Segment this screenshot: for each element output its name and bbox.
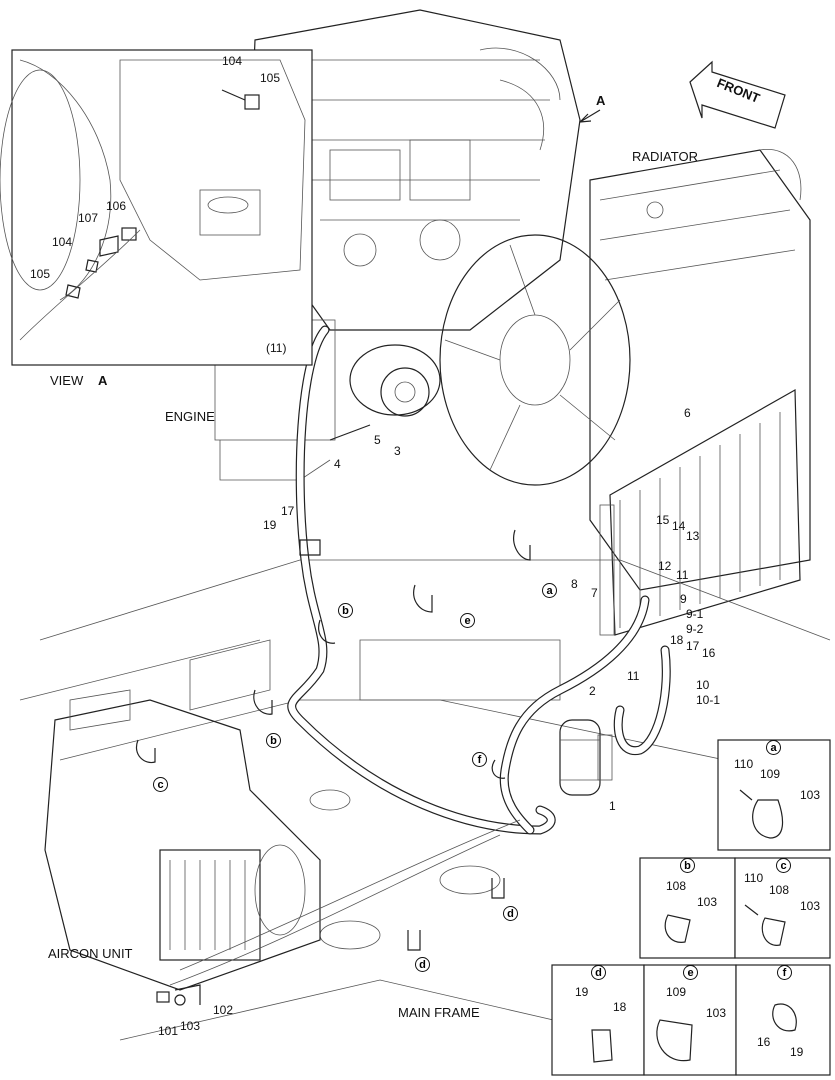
part-9: 9 [680, 592, 687, 606]
part-104-bottom: 104 [52, 235, 73, 249]
part-4: 4 [334, 457, 341, 471]
callout-e: e [460, 613, 475, 628]
detail-boxes [551, 739, 831, 1076]
front-arrow [689, 60, 786, 129]
callout-c: c [153, 777, 168, 792]
part-12: 12 [658, 559, 672, 573]
part-105-top: 105 [260, 71, 281, 85]
detail-f-part-19: 19 [790, 1045, 804, 1059]
aircon-unit-shape [44, 689, 321, 991]
part-16: 16 [702, 646, 716, 660]
callout-d-left: d [415, 957, 430, 972]
part-101: 101 [158, 1024, 179, 1038]
detail-d-part-19: 19 [575, 985, 589, 999]
part-14: 14 [672, 519, 686, 533]
part-11-right: 11 [676, 568, 689, 582]
part-18-right: 18 [670, 633, 684, 647]
part-15: 15 [656, 513, 670, 527]
part-19-left: 19 [263, 518, 277, 532]
view-letter: A [98, 373, 108, 388]
detail-b-letter: b [680, 858, 695, 873]
part-107: 107 [78, 211, 99, 225]
engine-label: ENGINE [165, 409, 215, 424]
arrow-a-label: A [596, 93, 606, 108]
part-105-bottom: 105 [30, 267, 51, 281]
callout-f: f [472, 752, 487, 767]
hoses [169, 325, 671, 986]
part-3: 3 [394, 444, 401, 458]
detail-a-part-109: 109 [760, 767, 781, 781]
clamps [135, 529, 531, 951]
part-11-lower: 11 [627, 669, 640, 683]
main-frame-label: MAIN FRAME [398, 1005, 480, 1020]
part-11-paren: (11) [266, 341, 287, 355]
callout-b-upper: b [338, 603, 353, 618]
part-106: 106 [106, 199, 127, 213]
detail-e-letter: e [683, 965, 698, 980]
compressor [329, 344, 441, 441]
part-102: 102 [213, 1003, 234, 1017]
radiator-label: RADIATOR [632, 149, 698, 164]
detail-c-part-110: 110 [744, 871, 764, 885]
radiator [589, 148, 811, 591]
view-label: VIEW [50, 373, 84, 388]
part-10-1: 10-1 [696, 693, 721, 707]
part-104-top: 104 [222, 54, 243, 68]
condenser [599, 388, 801, 636]
part-1: 1 [609, 799, 616, 813]
fittings-101-103 [156, 984, 201, 1006]
detail-c-letter: c [776, 858, 791, 873]
detail-e-part-109: 109 [666, 985, 687, 999]
fan [439, 234, 631, 486]
callout-d-right: d [503, 906, 518, 921]
part-17-right: 17 [686, 639, 700, 653]
part-9-1: 9-1 [686, 607, 704, 621]
part-9-2: 9-2 [686, 622, 704, 636]
part-13: 13 [686, 529, 700, 543]
detail-d-letter: d [591, 965, 606, 980]
part-17-left: 17 [281, 504, 295, 518]
detail-b-part-103: 103 [697, 895, 718, 909]
detail-a-part-110: 110 [734, 757, 754, 771]
part-8: 8 [571, 577, 578, 591]
detail-a-letter: a [766, 740, 781, 755]
part-2: 2 [589, 684, 596, 698]
callout-b-lower: b [266, 733, 281, 748]
view-a-inset [0, 49, 313, 366]
detail-f-part-16: 16 [757, 1035, 771, 1049]
receiver-drier [559, 719, 613, 796]
detail-b-part-108: 108 [666, 879, 687, 893]
detail-f-letter: f [777, 965, 792, 980]
view-a-arrow [579, 109, 601, 123]
detail-c-part-108: 108 [769, 883, 790, 897]
main-frame [19, 559, 831, 1041]
part-5: 5 [374, 433, 381, 447]
callout-a: a [542, 583, 557, 598]
part-103-main: 103 [180, 1019, 201, 1033]
part-7: 7 [591, 586, 598, 600]
detail-c-part-103: 103 [800, 899, 821, 913]
part-6: 6 [684, 406, 691, 420]
part-10: 10 [696, 678, 710, 692]
aircon-unit-label: AIRCON UNIT [48, 946, 133, 961]
detail-a-part-103: 103 [800, 788, 821, 802]
detail-d-part-18: 18 [613, 1000, 627, 1014]
detail-e-part-103: 103 [706, 1006, 727, 1020]
